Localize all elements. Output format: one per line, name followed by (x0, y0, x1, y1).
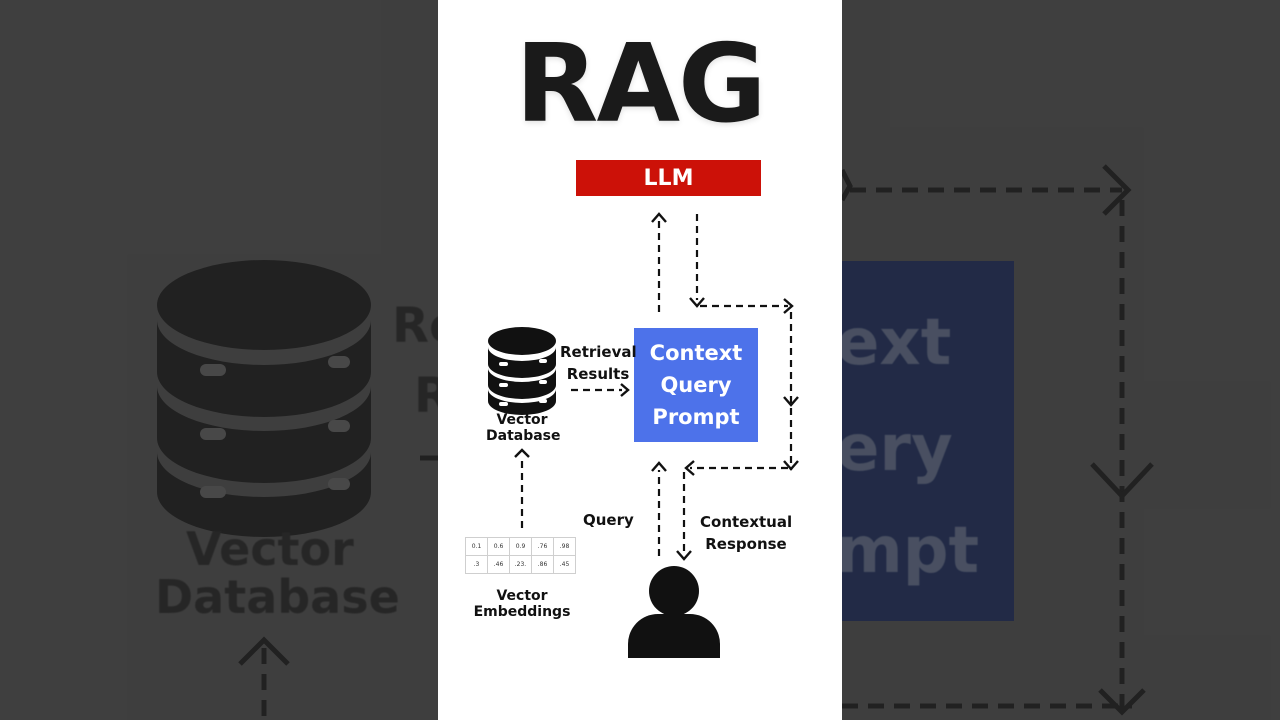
embeddings-table: 0.1 0.6 0.9 .76 .98 .3 .46 .23. .86 .45 (465, 537, 576, 574)
left-background-graphic (157, 260, 438, 720)
background-database-icon (157, 260, 371, 537)
database-icon (488, 327, 556, 415)
retrieval-results-label: Retrieval Results (560, 343, 637, 383)
right-background-panel: ext ery mpt (842, 0, 1280, 720)
llm-label: LLM (643, 165, 694, 191)
background-text-partial: ext (842, 306, 952, 380)
table-cell: 0.9 (509, 537, 532, 556)
context-query-prompt-box: Context Query Prompt (634, 328, 758, 442)
vector-database-label: Vector Database (486, 412, 561, 444)
background-text-partial: R (414, 368, 438, 424)
llm-box: LLM (576, 160, 761, 196)
prompt-line-context: Context (649, 341, 743, 365)
right-background-graphic (842, 164, 1154, 720)
table-cell: .98 (553, 537, 576, 556)
user-icon (628, 566, 720, 658)
table-cell: .3 (465, 555, 488, 574)
table-cell: .86 (531, 555, 554, 574)
flow-arrows (488, 212, 799, 658)
table-cell: 0.6 (487, 537, 510, 556)
background-text-partial: mpt (842, 514, 980, 588)
diagram-title: RAG (515, 22, 766, 147)
table-row: .3 .46 .23. .86 .45 (465, 555, 576, 574)
table-cell: .46 (487, 555, 510, 574)
vector-embeddings-label: Vector Embeddings (473, 588, 571, 620)
prompt-line-prompt: Prompt (652, 405, 740, 429)
table-row: 0.1 0.6 0.9 .76 .98 (465, 537, 576, 556)
background-text-partial: ery (842, 412, 953, 486)
background-text-vector: Vector (186, 522, 354, 576)
table-cell: .45 (553, 555, 576, 574)
diagram-panel: RAG LLM Context Query Prompt (438, 0, 842, 720)
fog-overlay (842, 0, 1280, 720)
background-text-partial: Re (392, 298, 438, 354)
background-text-database: Database (155, 570, 400, 624)
fog-overlay (0, 0, 438, 720)
table-cell: .23. (509, 555, 532, 574)
table-cell: .76 (531, 537, 554, 556)
contextual-response-label: Contextual Response (700, 513, 793, 553)
table-cell: 0.1 (465, 537, 488, 556)
left-background-panel: Re R Vector Database (0, 0, 438, 720)
prompt-line-query: Query (660, 373, 732, 397)
query-label: Query (583, 511, 634, 529)
background-prompt-box (842, 261, 1014, 621)
